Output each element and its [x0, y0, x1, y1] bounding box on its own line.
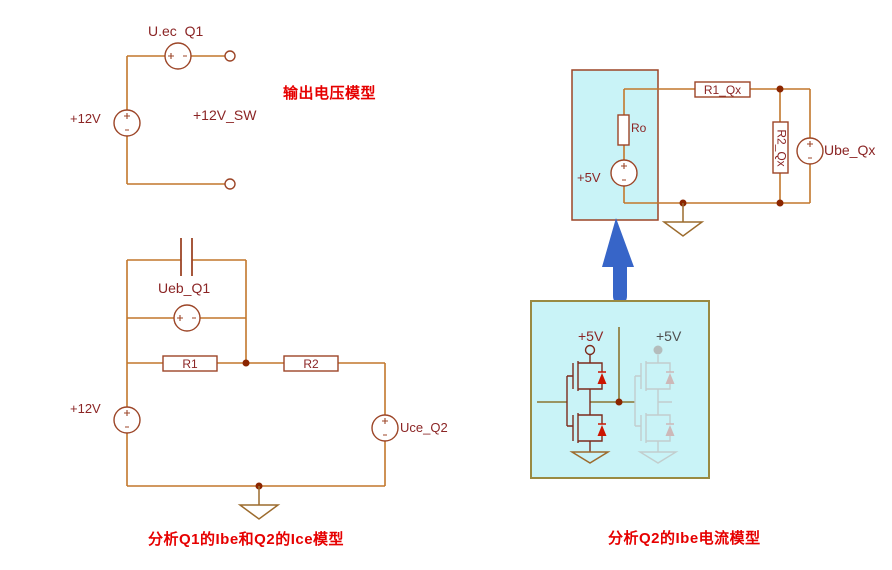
voltage-source-ueb-q1[interactable] [173, 304, 201, 332]
ibe-current-title: 分析Q2的Ibe电流模型 [608, 530, 761, 547]
v12-label-bottom: +12V [70, 401, 101, 416]
output-voltage-title: 输出电压模型 [283, 85, 377, 102]
resistor-r1[interactable] [162, 355, 218, 372]
v12-label-top: +12V [70, 111, 101, 126]
ground-icon [637, 451, 679, 464]
body-diode-icon [598, 371, 606, 425]
ground-icon[interactable] [237, 486, 281, 520]
ueb-q1-label: Ueb_Q1 [158, 280, 211, 296]
wires [126, 259, 386, 487]
wires [537, 327, 635, 403]
uec-q1-label: U.ec Q1 [148, 23, 204, 39]
resistor-r1qx[interactable] [694, 81, 751, 98]
highlight-box[interactable] [571, 69, 659, 221]
voltage-source-12v-bottom[interactable] [113, 406, 141, 434]
inverter-left-v5-label: +5V [578, 328, 604, 344]
ground-icon[interactable] [661, 203, 705, 237]
ube-qx-label: Ube_Qx [824, 142, 876, 158]
voltage-source-uce-q2[interactable] [371, 414, 399, 442]
junction-dot [776, 199, 784, 207]
ibe-ice-circuit [113, 238, 399, 520]
r2-label: R2 [303, 357, 319, 371]
uce-q2-label: Uce_Q2 [400, 420, 448, 435]
capacitor-icon[interactable] [180, 238, 193, 276]
body-diode-icon [665, 425, 675, 436]
v5-label: +5V [577, 170, 601, 185]
ibe-ice-title: 分析Q1的Ibe和Q2的Ice模型 [148, 531, 345, 548]
r1-label: R1 [182, 357, 198, 371]
junction-dot [615, 398, 623, 406]
supply-terminal-icon [653, 345, 663, 355]
cmos-inverter-active[interactable] [566, 344, 611, 464]
ground-icon [569, 451, 611, 464]
v12-sw-net-label: +12V_SW [193, 107, 257, 123]
r2qx-label: R2_Qx [774, 129, 789, 167]
output-voltage-circuit [113, 42, 236, 190]
cmos-inverter-faded[interactable] [634, 345, 679, 464]
body-diode-icon [597, 425, 607, 436]
terminal-top-icon[interactable] [224, 50, 236, 62]
voltage-source-ube-qx[interactable] [796, 137, 824, 165]
ibe-current-circuit [571, 69, 824, 237]
up-arrow-icon[interactable] [602, 218, 634, 303]
cmos-inverter-box [530, 300, 710, 479]
ro-label: Ro [631, 121, 647, 135]
body-diode-icon [665, 373, 675, 384]
terminal-bottom-icon[interactable] [224, 178, 236, 190]
junction-dot [242, 359, 250, 367]
inverter-right-v5-label: +5V [656, 328, 682, 344]
resistor-ro[interactable] [617, 114, 630, 146]
body-diode-icon [666, 371, 674, 425]
resistor-r2[interactable] [283, 355, 339, 372]
wires [126, 55, 225, 185]
r1qx-label: R1_Qx [703, 83, 742, 97]
voltage-source-uec-q1[interactable] [164, 42, 192, 70]
cmos-highlight-box[interactable] [530, 300, 710, 479]
voltage-source-12v-top[interactable] [113, 109, 141, 137]
resistor-r2qx[interactable] [772, 121, 789, 174]
voltage-source-5v[interactable] [610, 159, 638, 187]
junction-dot [776, 85, 784, 93]
body-diode-icon [597, 373, 607, 384]
